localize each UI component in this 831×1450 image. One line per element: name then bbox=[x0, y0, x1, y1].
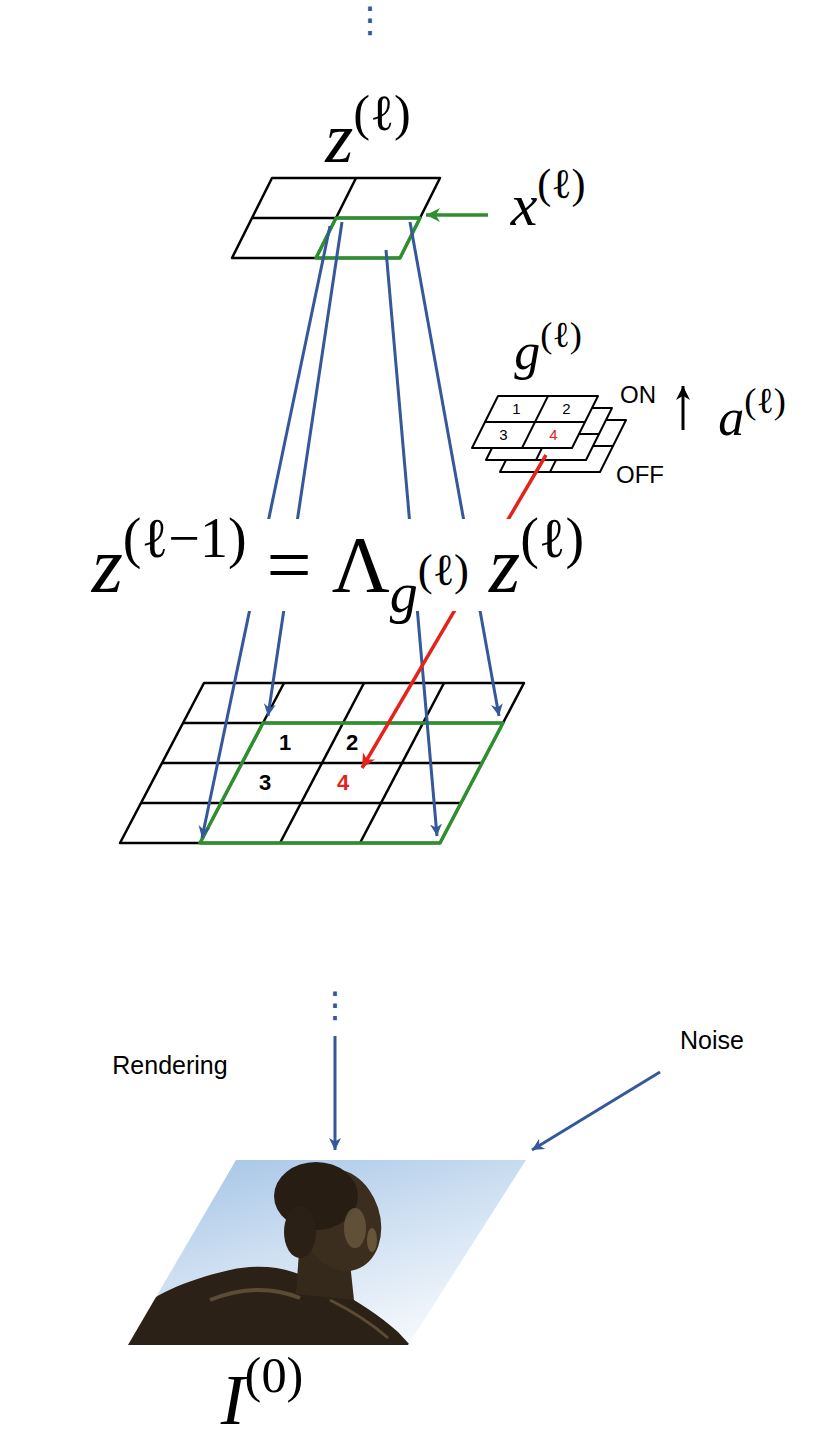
top-grid bbox=[232, 178, 440, 258]
math-label: I(0) bbox=[221, 1359, 304, 1442]
cell-number: 3 bbox=[259, 770, 271, 795]
blue-arrow bbox=[268, 222, 342, 716]
cell-number: 4 bbox=[549, 426, 557, 443]
statue-highlight bbox=[367, 1228, 377, 1252]
cell-number: 1 bbox=[512, 400, 520, 417]
bottom-grid bbox=[120, 683, 524, 843]
math-label: a(ℓ) bbox=[718, 388, 786, 448]
math-superscript: (ℓ−1) bbox=[123, 507, 247, 569]
blue-arrow bbox=[410, 222, 499, 716]
up-arrow bbox=[682, 386, 685, 430]
math-variable: a bbox=[718, 389, 744, 446]
statue-photo bbox=[120, 1150, 540, 1350]
math-label: z(ℓ) bbox=[325, 97, 411, 180]
math-superscript: (ℓ) bbox=[353, 85, 411, 141]
cell-number: 2 bbox=[346, 730, 358, 755]
math-variable: g bbox=[514, 323, 540, 380]
math-variable: z bbox=[92, 521, 123, 609]
math-superscript: (ℓ) bbox=[744, 381, 786, 421]
annotation-label: Noise bbox=[680, 1026, 744, 1055]
gate-grid-layer bbox=[472, 396, 598, 448]
equation: z(ℓ−1) = Λg(ℓ) z(ℓ) bbox=[86, 519, 591, 611]
noise-arrow bbox=[532, 1072, 660, 1150]
state-label: ON bbox=[620, 381, 656, 409]
math-variable: x bbox=[511, 172, 538, 238]
math-superscript: (ℓ) bbox=[418, 545, 469, 595]
statue-hair bbox=[284, 1206, 316, 1258]
math-subscript: g(ℓ) bbox=[390, 562, 469, 624]
math-variable: I bbox=[221, 1360, 245, 1440]
highlight-region bbox=[200, 723, 503, 843]
cell-number: 3 bbox=[499, 426, 507, 443]
cell-number: 2 bbox=[562, 400, 570, 417]
math-superscript: (ℓ) bbox=[520, 507, 584, 569]
statue-highlight bbox=[330, 1300, 388, 1338]
sky bbox=[120, 1150, 540, 1350]
cell-number: 4 bbox=[337, 770, 349, 795]
rendering-arrow bbox=[334, 1036, 337, 1150]
grid-line bbox=[522, 396, 548, 448]
math-superscript: (ℓ) bbox=[537, 161, 585, 207]
cell-number: 1 bbox=[279, 730, 291, 755]
statue-body bbox=[128, 1267, 410, 1345]
ellipsis: ⋮ bbox=[352, 2, 388, 38]
grid-outline bbox=[120, 683, 524, 843]
math-superscript: (0) bbox=[245, 1347, 304, 1403]
math-label: g(ℓ) bbox=[514, 322, 582, 382]
grid-line bbox=[280, 683, 364, 843]
grid-group bbox=[120, 178, 626, 843]
highlight-cell bbox=[316, 218, 420, 258]
red-arrow bbox=[362, 455, 546, 768]
math-variable: z bbox=[489, 521, 520, 609]
annotation-label: Rendering bbox=[112, 1051, 227, 1080]
state-label: OFF bbox=[616, 461, 664, 489]
math-variable: z bbox=[325, 98, 353, 178]
grid-outline bbox=[232, 178, 440, 258]
statue-highlight bbox=[210, 1290, 300, 1300]
statue-highlight bbox=[344, 1208, 366, 1248]
math-label: x(ℓ) bbox=[511, 171, 586, 240]
arrow-group bbox=[202, 215, 683, 1150]
green-arrow bbox=[426, 213, 488, 217]
ellipsis: ⋮ bbox=[317, 987, 353, 1023]
math-superscript: (ℓ) bbox=[540, 315, 582, 355]
grid-outline bbox=[472, 396, 598, 448]
math-variable: g bbox=[390, 562, 418, 624]
